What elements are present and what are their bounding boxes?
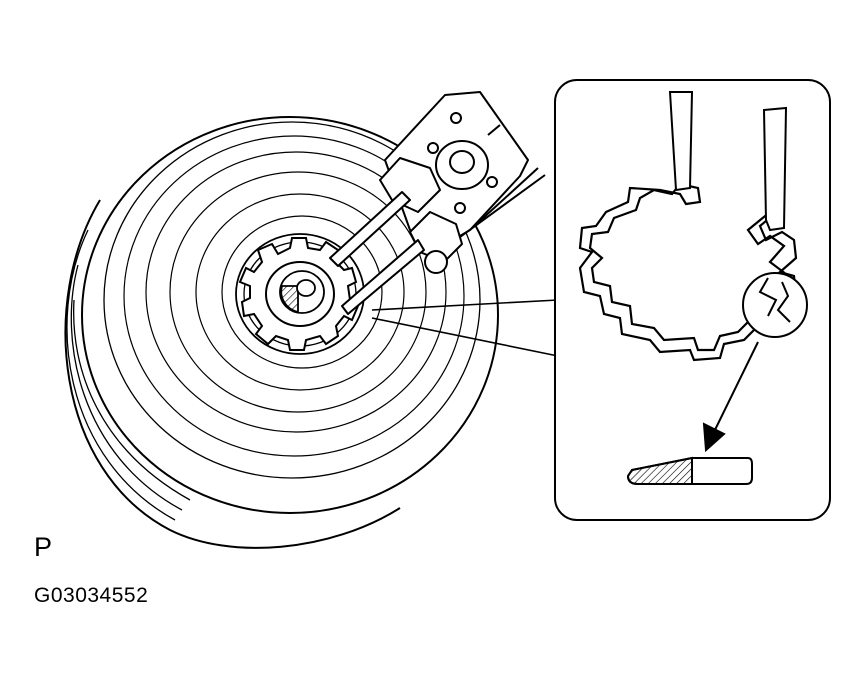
view-label: P — [34, 532, 53, 562]
detail-tip-right — [762, 106, 788, 232]
detail-tip-left — [668, 91, 694, 192]
detail-arrow-head — [702, 422, 726, 453]
pulley-ring — [221, 215, 383, 369]
pliers-handle-edge — [444, 167, 546, 249]
figure-code: G03034552 — [34, 584, 149, 607]
detail-magnifier — [742, 272, 808, 338]
pliers-tip-lower — [341, 239, 425, 315]
pliers-pivot-inner — [449, 150, 475, 174]
pulley-groove — [73, 299, 191, 501]
pulley-groove — [66, 229, 176, 521]
shaft — [279, 270, 325, 314]
pulley-back-edge — [64, 199, 401, 549]
snap-ring-pliers — [329, 91, 546, 315]
pulley-ring — [195, 193, 405, 391]
pliers-tip-upper — [329, 191, 411, 267]
pulley-ring — [169, 171, 427, 413]
pulley-ring — [145, 151, 447, 433]
pulley-ring — [123, 135, 465, 457]
pliers-knob — [424, 250, 448, 274]
detail-callout — [554, 79, 831, 521]
pulley-ring — [103, 121, 481, 479]
tip-cross-section-hatched — [626, 456, 693, 485]
detail-arrow-shaft — [711, 341, 759, 437]
callout-leaders — [371, 299, 559, 357]
detail-snap-ring — [578, 182, 798, 362]
pulley-groove — [70, 264, 183, 511]
detail-frame — [554, 79, 831, 521]
